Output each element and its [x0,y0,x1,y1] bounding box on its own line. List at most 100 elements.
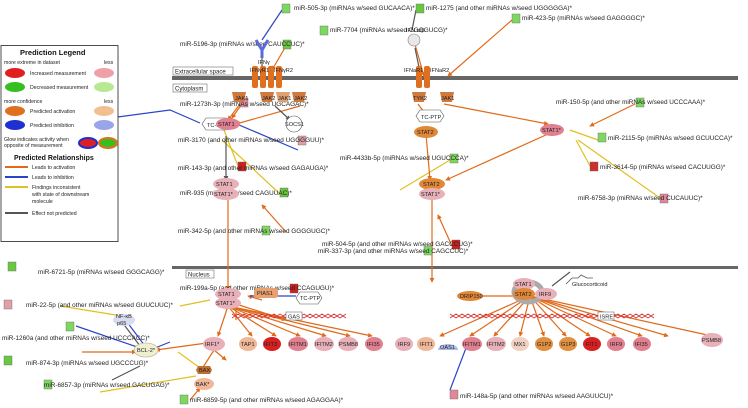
decreased-light-swatch [94,82,114,92]
gene-psmb8-2[interactable]: PSMB8 [701,333,723,347]
svg-text:G1P3: G1P3 [561,342,575,348]
mirna-node[interactable]: miR-342-5p (and other miRNAs w/seed GGGG… [178,225,331,236]
receptor-ifng-group[interactable]: IFNγ [254,39,270,66]
tyk2-node[interactable]: TYK2 [412,92,427,102]
mirna-node[interactable]: miR-504-5p (and other miRNAs w/seed GACC… [322,239,473,250]
mirna-node[interactable]: miR-7704 (miRNAs w/seed GGGGUCG)* [319,25,448,36]
svg-text:IFIT3: IFIT3 [264,342,277,348]
mirna-node[interactable]: miR-874-3p (miRNAs w/seed UGCCCUG)* [3,355,149,367]
isgf3-complex[interactable]: STAT1 STAT2 IRF9 [511,278,557,305]
svg-text:STAT1: STAT1 [515,282,532,288]
gene-ifi35-2[interactable]: IFI35 [633,337,651,351]
mirna-node[interactable]: miR-150-5p (and other miRNAs w/seed UCCC… [556,97,706,108]
jak2-node-2[interactable]: JAK2 [292,92,307,102]
irf1-node[interactable]: IRF1* [203,337,225,351]
cytoplasm-label: Cytoplasm [175,87,203,93]
gene-g1p3[interactable]: G1P3 [559,337,577,351]
mirna-node[interactable]: miR-5196-3p (miRNAs w/seed CAUCCUC)* [180,39,305,50]
jak1-node[interactable]: JAK1 [232,92,248,102]
decreased-swatch [5,82,25,92]
mirna-node[interactable]: miR-3170 (and other miRNAs w/seed UGGGGU… [178,135,324,146]
receptor-ifna-group[interactable]: IFN α/β [406,28,425,47]
pias1-node[interactable]: PIAS1 [254,288,278,298]
stat1-nuc-dimer[interactable]: STAT1 STAT1* [215,288,241,309]
svg-text:OAS1: OAS1 [440,345,455,351]
svg-text:miR-342-5p (and other miRNAs w: miR-342-5p (and other miRNAs w/seed GGGG… [178,228,331,235]
tcptp-node-2[interactable]: TC-PTP [415,109,445,123]
gene-tap1[interactable]: TAP1 [239,337,257,351]
mirna-node[interactable]: miR-143-3p (and other miRNAs w/seed GAGA… [178,161,329,172]
tcptp-node-3[interactable]: TC-PTP [295,291,323,305]
legend-increased: Increased measurement [30,71,86,77]
gene-ifi35[interactable]: IFI35 [365,337,383,351]
gene-ifitm2[interactable]: IFITM2 [314,337,334,351]
gene-ifitm1[interactable]: IFITM1 [288,337,308,351]
gene-psmb8[interactable]: PSMB8 [338,337,358,351]
stat1-dimer[interactable]: STAT1 STAT1* [213,178,239,200]
bak-node[interactable]: BAK* [194,378,214,390]
nfkb-node[interactable]: NF-κB p65 [113,314,135,327]
ifngr-receptors[interactable]: IFNγR1 IFNγR2 [250,66,293,88]
gene-mx1[interactable]: MX1 [511,337,529,351]
mirna-node[interactable]: miR-2115-5p (miRNAs w/seed GCUUCCA)* [597,132,733,143]
gene-irf9[interactable]: IRF9 [395,337,413,351]
svg-text:miR-2115-5p (miRNAs w/seed GCU: miR-2115-5p (miRNAs w/seed GCUUCCA)* [608,135,733,142]
ifnar-receptors[interactable]: IFNaR1 IFNaR2 [404,66,449,88]
socs1-node[interactable]: SOCS1 [285,115,304,133]
jak1-node-2[interactable]: JAK1 [276,92,291,102]
stat1-node-2[interactable]: STAT1* [540,124,564,136]
mirna-node[interactable]: miR-1260a (and other miRNAs w/seed UCCCA… [2,321,150,342]
mirna-node[interactable]: miR-423-5p (miRNAs w/seed GAGGGGC)* [511,13,645,24]
drip150-node[interactable]: DRIP150 [457,291,483,301]
svg-text:IFI35: IFI35 [367,342,380,348]
bcl2-node[interactable]: BCL-2* [133,342,159,358]
gene-ifitm1-2[interactable]: IFITM1 [462,337,482,351]
mirna-node[interactable]: miR-1275 (and other miRNAs w/seed UGGGGG… [415,3,572,14]
legend-leads-activation: Leads to activation [32,165,75,171]
gene-ifit3[interactable]: IFIT3 [263,337,281,351]
gene-oas1[interactable]: OAS1 [438,344,458,351]
gene-fit1[interactable]: FIT1 [583,337,601,351]
bax-node[interactable]: BAX [196,366,212,374]
svg-text:BAK*: BAK* [196,382,210,388]
glow-swatch-2 [98,137,118,149]
mirna-node[interactable]: miR-4433b-5p (miRNAs w/seed UGUCCCA)* [340,153,469,164]
mirna-node[interactable]: miR-6721-5p (miRNAs w/seed GGGCAGG)* [7,261,165,276]
legend-glow-1: Glow indicates activity when [4,137,69,143]
stat2-node[interactable]: STAT2 [414,126,438,138]
gene-ifitm2-2[interactable]: IFITM2 [486,337,506,351]
nuclear-membrane [172,266,738,269]
svg-text:IRF9: IRF9 [398,342,410,348]
mirna-node[interactable]: miR-22-5p (and other miRNAs w/seed GUUCU… [3,299,174,310]
mirna-node[interactable]: miR-6758-3p (miRNAs w/seed CUCAUUC)* [578,193,703,204]
gene-irf9-2[interactable]: IRF9 [607,337,625,351]
svg-text:p65: p65 [117,321,126,327]
svg-text:STAT2: STAT2 [417,130,434,136]
svg-text:miR-1275 (and other miRNAs w/s: miR-1275 (and other miRNAs w/seed UGGGGG… [426,5,572,12]
legend-effect: Effect not predicted [32,211,77,217]
jak2-node[interactable]: JAK2 [260,92,275,102]
mirna-node[interactable]: miR-3614-5p (miRNAs w/seed CACUUGG)* [589,161,726,172]
svg-text:miR-3170 (and other miRNAs w/s: miR-3170 (and other miRNAs w/seed UGGGGU… [178,137,324,144]
svg-text:DRIP150: DRIP150 [460,294,483,300]
svg-text:PSMB8: PSMB8 [339,342,358,348]
svg-text:miR-874-3p (miRNAs w/seed UGCC: miR-874-3p (miRNAs w/seed UGCCCUG)* [26,360,149,367]
svg-text:FIT1: FIT1 [586,342,598,348]
mirna-node[interactable]: miR-6859-5p (and other miRNAs w/seed AGA… [179,394,344,405]
svg-text:STAT2: STAT2 [515,292,532,298]
legend-more-extreme: more extreme in dataset [4,60,60,66]
svg-text:TAP1: TAP1 [241,342,255,348]
stat2-stat1-dimer[interactable]: STAT2 STAT1* [419,178,445,200]
svg-text:IFITM2: IFITM2 [315,342,333,348]
mirna-node[interactable]: miR-337-3p (and other miRNAs w/seed CAGC… [318,245,469,256]
legend-decreased: Decreased measurement [30,85,89,91]
glucocorticoid-node[interactable]: Glucocorticoid [565,274,607,288]
mirna-node[interactable]: miR-505-3p (miRNAs w/seed GUCAACA)* [281,3,415,14]
jak1-node-3[interactable]: JAK1 [440,92,454,102]
gene-g1p2[interactable]: G1P2 [535,337,553,351]
mirna-node[interactable]: miR-148a-5p (and other miRNAs w/seed AAG… [449,389,614,400]
gene-ifit1[interactable]: IFIT1 [417,337,435,351]
mirna-node[interactable]: miR-6857-3p (miRNAs w/seed GACUGAG)* [43,379,170,390]
stat1-node[interactable]: STAT1 [216,118,240,130]
svg-text:miR-505-3p (miRNAs w/seed GUCA: miR-505-3p (miRNAs w/seed GUCAACA)* [294,5,415,12]
